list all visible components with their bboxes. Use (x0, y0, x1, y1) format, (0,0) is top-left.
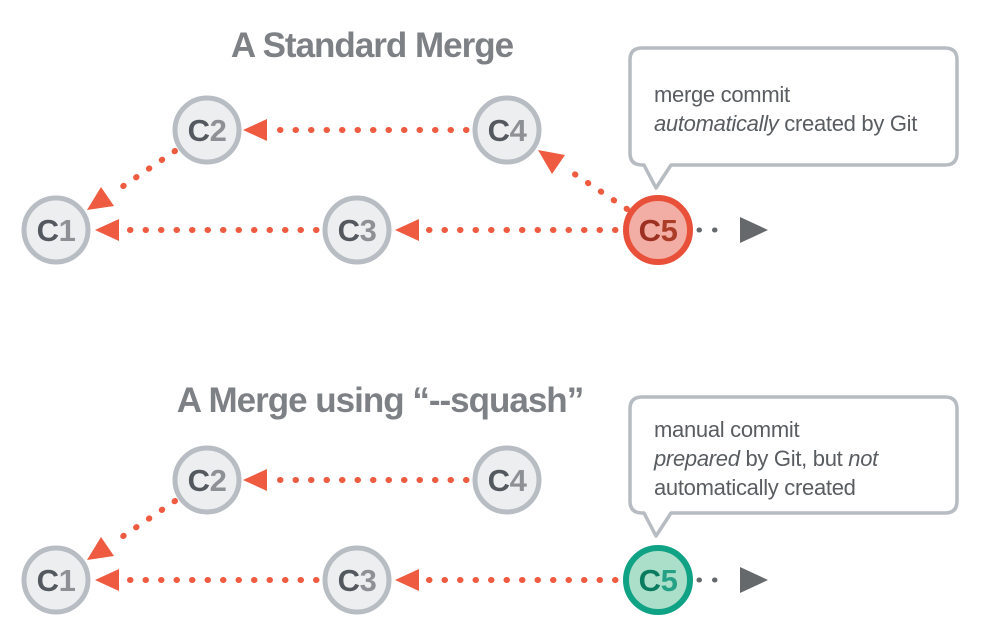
commit-node-c4: C4 (472, 445, 542, 515)
commit-node-c3: C3 (322, 545, 392, 615)
commit-circle-c3 (322, 195, 392, 265)
standard-merge-section: A Standard Merge C1 C2 C3 (21, 26, 959, 265)
commit-node-c3: C3 (322, 195, 392, 265)
squash-commit-label-c5: C5 (639, 563, 678, 598)
bubble-line-3: automatically created (654, 475, 856, 500)
squash-merge-section: A Merge using “--squash” C1 C2 C3 (21, 381, 959, 615)
commit-label-c2: C2 (188, 113, 227, 148)
edge-c2-c1-arrowhead-icon (87, 187, 114, 210)
commit-label-c4: C4 (488, 113, 528, 148)
commit-circle-c2 (172, 95, 242, 165)
standard-merge-title: A Standard Merge (231, 26, 514, 65)
commit-node-c1: C1 (21, 545, 91, 615)
merge-commit-node-c5: C5 (623, 195, 693, 265)
speech-bubble-shape (628, 395, 959, 538)
squash-commit-node-c5: C5 (623, 545, 693, 615)
commit-label-c3: C3 (338, 563, 377, 598)
commit-label-c3: C3 (338, 213, 377, 248)
squash-commit-circle-c5 (623, 545, 693, 615)
future-arrow-icon (740, 567, 768, 593)
merge-commit-speech-bubble: merge commit automatically created by Gi… (628, 46, 959, 190)
commit-label-c2: C2 (188, 463, 227, 498)
edge-c5-c3-arrowhead-icon (395, 219, 419, 241)
commit-label-c1: C1 (37, 563, 76, 598)
commit-circle-c1 (21, 545, 91, 615)
bubble-line-1: merge commit (654, 82, 790, 107)
commit-node-c4: C4 (472, 95, 542, 165)
edge-c3-c1-arrowhead-icon (95, 569, 119, 591)
bubble-line-2: prepared by Git, but not (653, 446, 879, 471)
edge-c5-c4-arrowhead-icon (538, 150, 565, 174)
future-arrow-icon (740, 217, 768, 243)
speech-bubble-shape (628, 46, 959, 190)
bubble-line-1: manual commit (654, 417, 799, 442)
commit-node-c2: C2 (172, 445, 242, 515)
manual-commit-speech-bubble: manual commit prepared by Git, but not a… (628, 395, 959, 538)
edge-c2-c1-dots (110, 148, 178, 196)
commit-label-c1: C1 (37, 213, 76, 248)
merge-commit-label-c5: C5 (639, 213, 678, 248)
commit-circle-c3 (322, 545, 392, 615)
commit-circle-c4 (472, 445, 542, 515)
merge-commit-circle-c5 (623, 195, 693, 265)
commit-node-c2: C2 (172, 95, 242, 165)
commit-circle-c2 (172, 445, 242, 515)
commit-circle-c4 (472, 95, 542, 165)
edge-c5-c3-arrowhead-icon (395, 569, 419, 591)
edge-c4-c2-arrowhead-icon (243, 469, 267, 491)
edge-c3-c1-arrowhead-icon (95, 219, 119, 241)
edge-c2-c1-arrowhead-icon (87, 537, 114, 560)
commit-circle-c1 (21, 195, 91, 265)
edge-c4-c2-arrowhead-icon (243, 119, 267, 141)
edge-c5-c4-dots (567, 168, 630, 212)
bubble-line-2: automatically created by Git (654, 111, 917, 136)
commit-node-c1: C1 (21, 195, 91, 265)
edge-c2-c1-dots (110, 498, 178, 546)
squash-merge-title: A Merge using “--squash” (177, 381, 583, 420)
commit-label-c4: C4 (488, 463, 528, 498)
